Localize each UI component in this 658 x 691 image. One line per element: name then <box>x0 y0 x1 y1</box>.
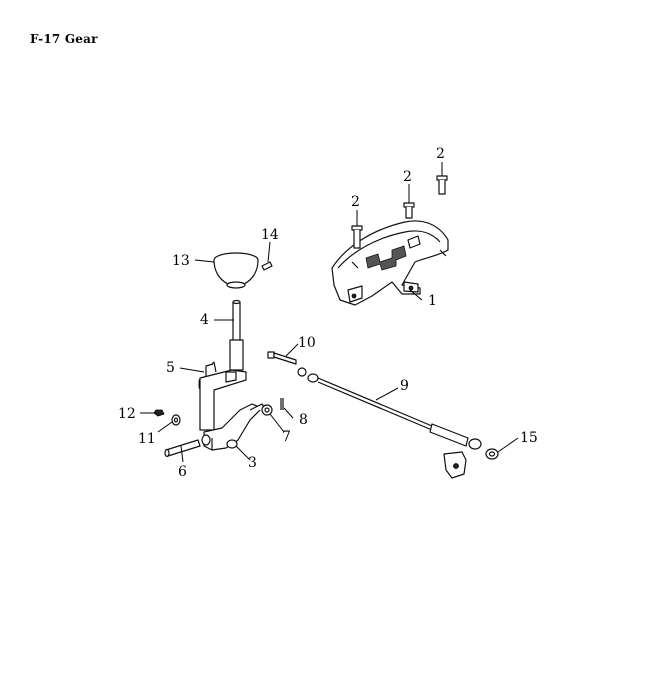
shift-lever-shaft <box>229 299 244 371</box>
page-title: F-17 Gear <box>30 32 98 46</box>
callout-4: 4 <box>200 312 209 328</box>
cotter-pin <box>280 398 284 410</box>
callout-3: 3 <box>248 455 257 471</box>
callout-1: 1 <box>428 293 437 309</box>
shift-rod <box>297 367 482 479</box>
bolt-2c <box>436 175 448 195</box>
callout-2b: 2 <box>403 169 412 185</box>
callout-12: 12 <box>118 406 136 422</box>
callout-15: 15 <box>520 430 538 446</box>
callout-6: 6 <box>178 464 187 480</box>
bolt-2b <box>403 202 415 219</box>
callout-9: 9 <box>400 378 409 394</box>
callout-11: 11 <box>138 431 156 447</box>
nut-15 <box>485 448 499 460</box>
lever-mount-plate <box>199 369 247 431</box>
callout-13: 13 <box>172 253 190 269</box>
callout-10: 10 <box>298 335 316 351</box>
leader-lines <box>140 162 519 463</box>
callout-5: 5 <box>166 360 175 376</box>
bolt-2a <box>351 225 363 249</box>
callout-2c: 2 <box>436 146 445 162</box>
callout-14: 14 <box>261 227 279 243</box>
shift-knob <box>213 252 259 289</box>
callout-2a: 2 <box>351 194 360 210</box>
bolt-10 <box>267 351 297 365</box>
washer-7 <box>261 404 273 416</box>
washer-11 <box>171 414 181 426</box>
shift-gate-cover <box>331 220 449 306</box>
set-screw <box>261 261 273 271</box>
pivot-pin <box>164 439 201 458</box>
lower-bracket <box>201 403 267 451</box>
callout-8: 8 <box>299 412 308 428</box>
callout-7: 7 <box>282 429 291 445</box>
